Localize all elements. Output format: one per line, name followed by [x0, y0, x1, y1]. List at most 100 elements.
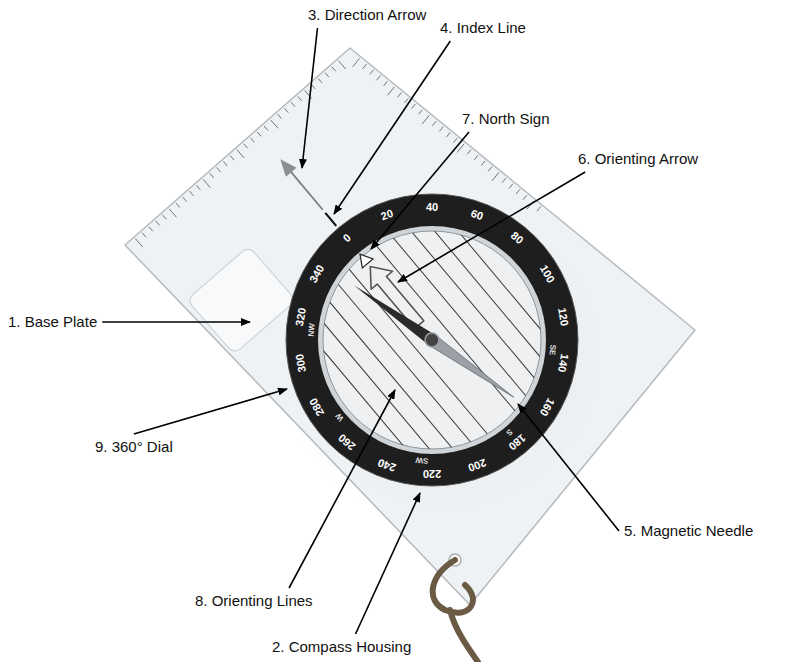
leader-line	[334, 41, 450, 214]
orienting-group	[211, 101, 578, 489]
ruler-tick	[257, 132, 261, 137]
ruler-tick	[162, 215, 166, 220]
north-sign	[355, 250, 373, 268]
orienting-line	[341, 260, 495, 444]
callout-label: 8. Orienting Lines	[195, 592, 313, 610]
ruler-tick	[278, 114, 282, 119]
dial-direction: SW	[415, 455, 429, 464]
leader-line	[371, 132, 469, 249]
ruler-tick	[370, 70, 374, 75]
ruler-tick	[384, 81, 388, 86]
ruler-tick	[183, 197, 187, 202]
ruler-tick	[190, 191, 194, 196]
capsule-bezel	[318, 226, 546, 454]
ruler-tick	[156, 221, 160, 226]
ruler-tick	[502, 178, 506, 183]
ruler-tick	[516, 189, 520, 194]
dial-direction: SE	[547, 345, 556, 356]
ruler-tick	[481, 161, 485, 166]
leader-line	[289, 390, 395, 588]
dial-number: 220	[423, 468, 441, 479]
lanyard-cord	[433, 560, 478, 662]
ruler-tick	[210, 173, 214, 178]
needle-north	[351, 281, 436, 345]
leader-line	[398, 172, 585, 282]
leader-line	[302, 28, 317, 168]
callout-label: 3. Direction Arrow	[308, 6, 426, 24]
ruler-tick	[325, 73, 329, 78]
needle-pivot	[422, 330, 441, 349]
ruler-tick	[453, 138, 457, 143]
ruler-tick	[298, 96, 302, 101]
dial-number: 140	[556, 353, 570, 373]
ruler-tick	[135, 239, 142, 247]
ruler-tick	[264, 126, 268, 131]
ruler-tick	[405, 98, 409, 103]
dial-number: 40	[426, 202, 438, 213]
dial-number: 120	[556, 307, 570, 327]
ruler-tick	[353, 58, 360, 67]
ruler-tick	[439, 127, 443, 132]
leader-line	[102, 321, 250, 323]
ruler-tick	[217, 167, 221, 172]
ruler-tick	[432, 121, 436, 126]
ruler-tick	[387, 87, 394, 96]
callout-label: 5. Magnetic Needle	[624, 522, 753, 540]
ruler-tick	[311, 84, 315, 89]
ruler-tick	[537, 207, 541, 212]
orienting-line	[300, 294, 454, 478]
callout-label: 7. North Sign	[462, 110, 550, 128]
ruler-tick	[446, 132, 450, 137]
compass-housing	[286, 194, 578, 486]
orienting-lines	[286, 190, 578, 490]
ruler-tick	[230, 156, 234, 161]
needle-south	[429, 335, 518, 402]
magnifier	[187, 246, 296, 354]
callout-label: 1. Base Plate	[8, 313, 97, 331]
magnetic-needle	[350, 280, 518, 403]
ruler-tick	[318, 79, 322, 84]
ruler-tick	[418, 110, 422, 115]
capsule	[323, 231, 541, 449]
base-plate	[125, 48, 695, 605]
ruler-tick	[142, 233, 146, 238]
ruler-tick	[244, 144, 248, 149]
ruler-tick	[169, 209, 176, 217]
ruler-tick	[176, 203, 180, 208]
leader-line	[134, 389, 287, 434]
ruler-tick	[203, 179, 210, 187]
ruler-tick	[467, 150, 471, 155]
direction-arrow-head	[275, 155, 297, 177]
ruler-tick	[474, 155, 478, 160]
ruler-tick	[363, 64, 367, 69]
ruler-tick	[488, 167, 492, 172]
ruler-tick	[196, 185, 200, 190]
leader-line	[518, 404, 619, 531]
ruler-tick	[291, 102, 295, 107]
ruler-tick	[412, 104, 416, 109]
ruler-tick	[338, 61, 345, 69]
callout-label: 9. 360° Dial	[95, 438, 173, 456]
orienting-line	[369, 237, 523, 421]
ruler-tick	[332, 67, 336, 72]
ruler-tick	[237, 150, 244, 158]
ruler-tick	[398, 93, 402, 98]
index-line	[325, 213, 336, 226]
ruler-scale	[135, 58, 540, 246]
ruler-tick	[509, 184, 513, 189]
ruler-tick	[149, 227, 153, 232]
ruler-tick	[492, 172, 499, 181]
ruler-tick	[422, 115, 429, 124]
ruler-tick	[284, 108, 288, 113]
ruler-tick	[250, 138, 254, 143]
ruler-tick	[377, 75, 381, 80]
ruler-tick	[523, 195, 527, 200]
callout-label: 2. Compass Housing	[272, 638, 411, 656]
callout-label: 4. Index Line	[440, 19, 526, 37]
direction-arrow-shaft	[289, 170, 322, 210]
ruler-tick	[271, 120, 278, 128]
callout-label: 6. Orienting Arrow	[578, 150, 698, 168]
